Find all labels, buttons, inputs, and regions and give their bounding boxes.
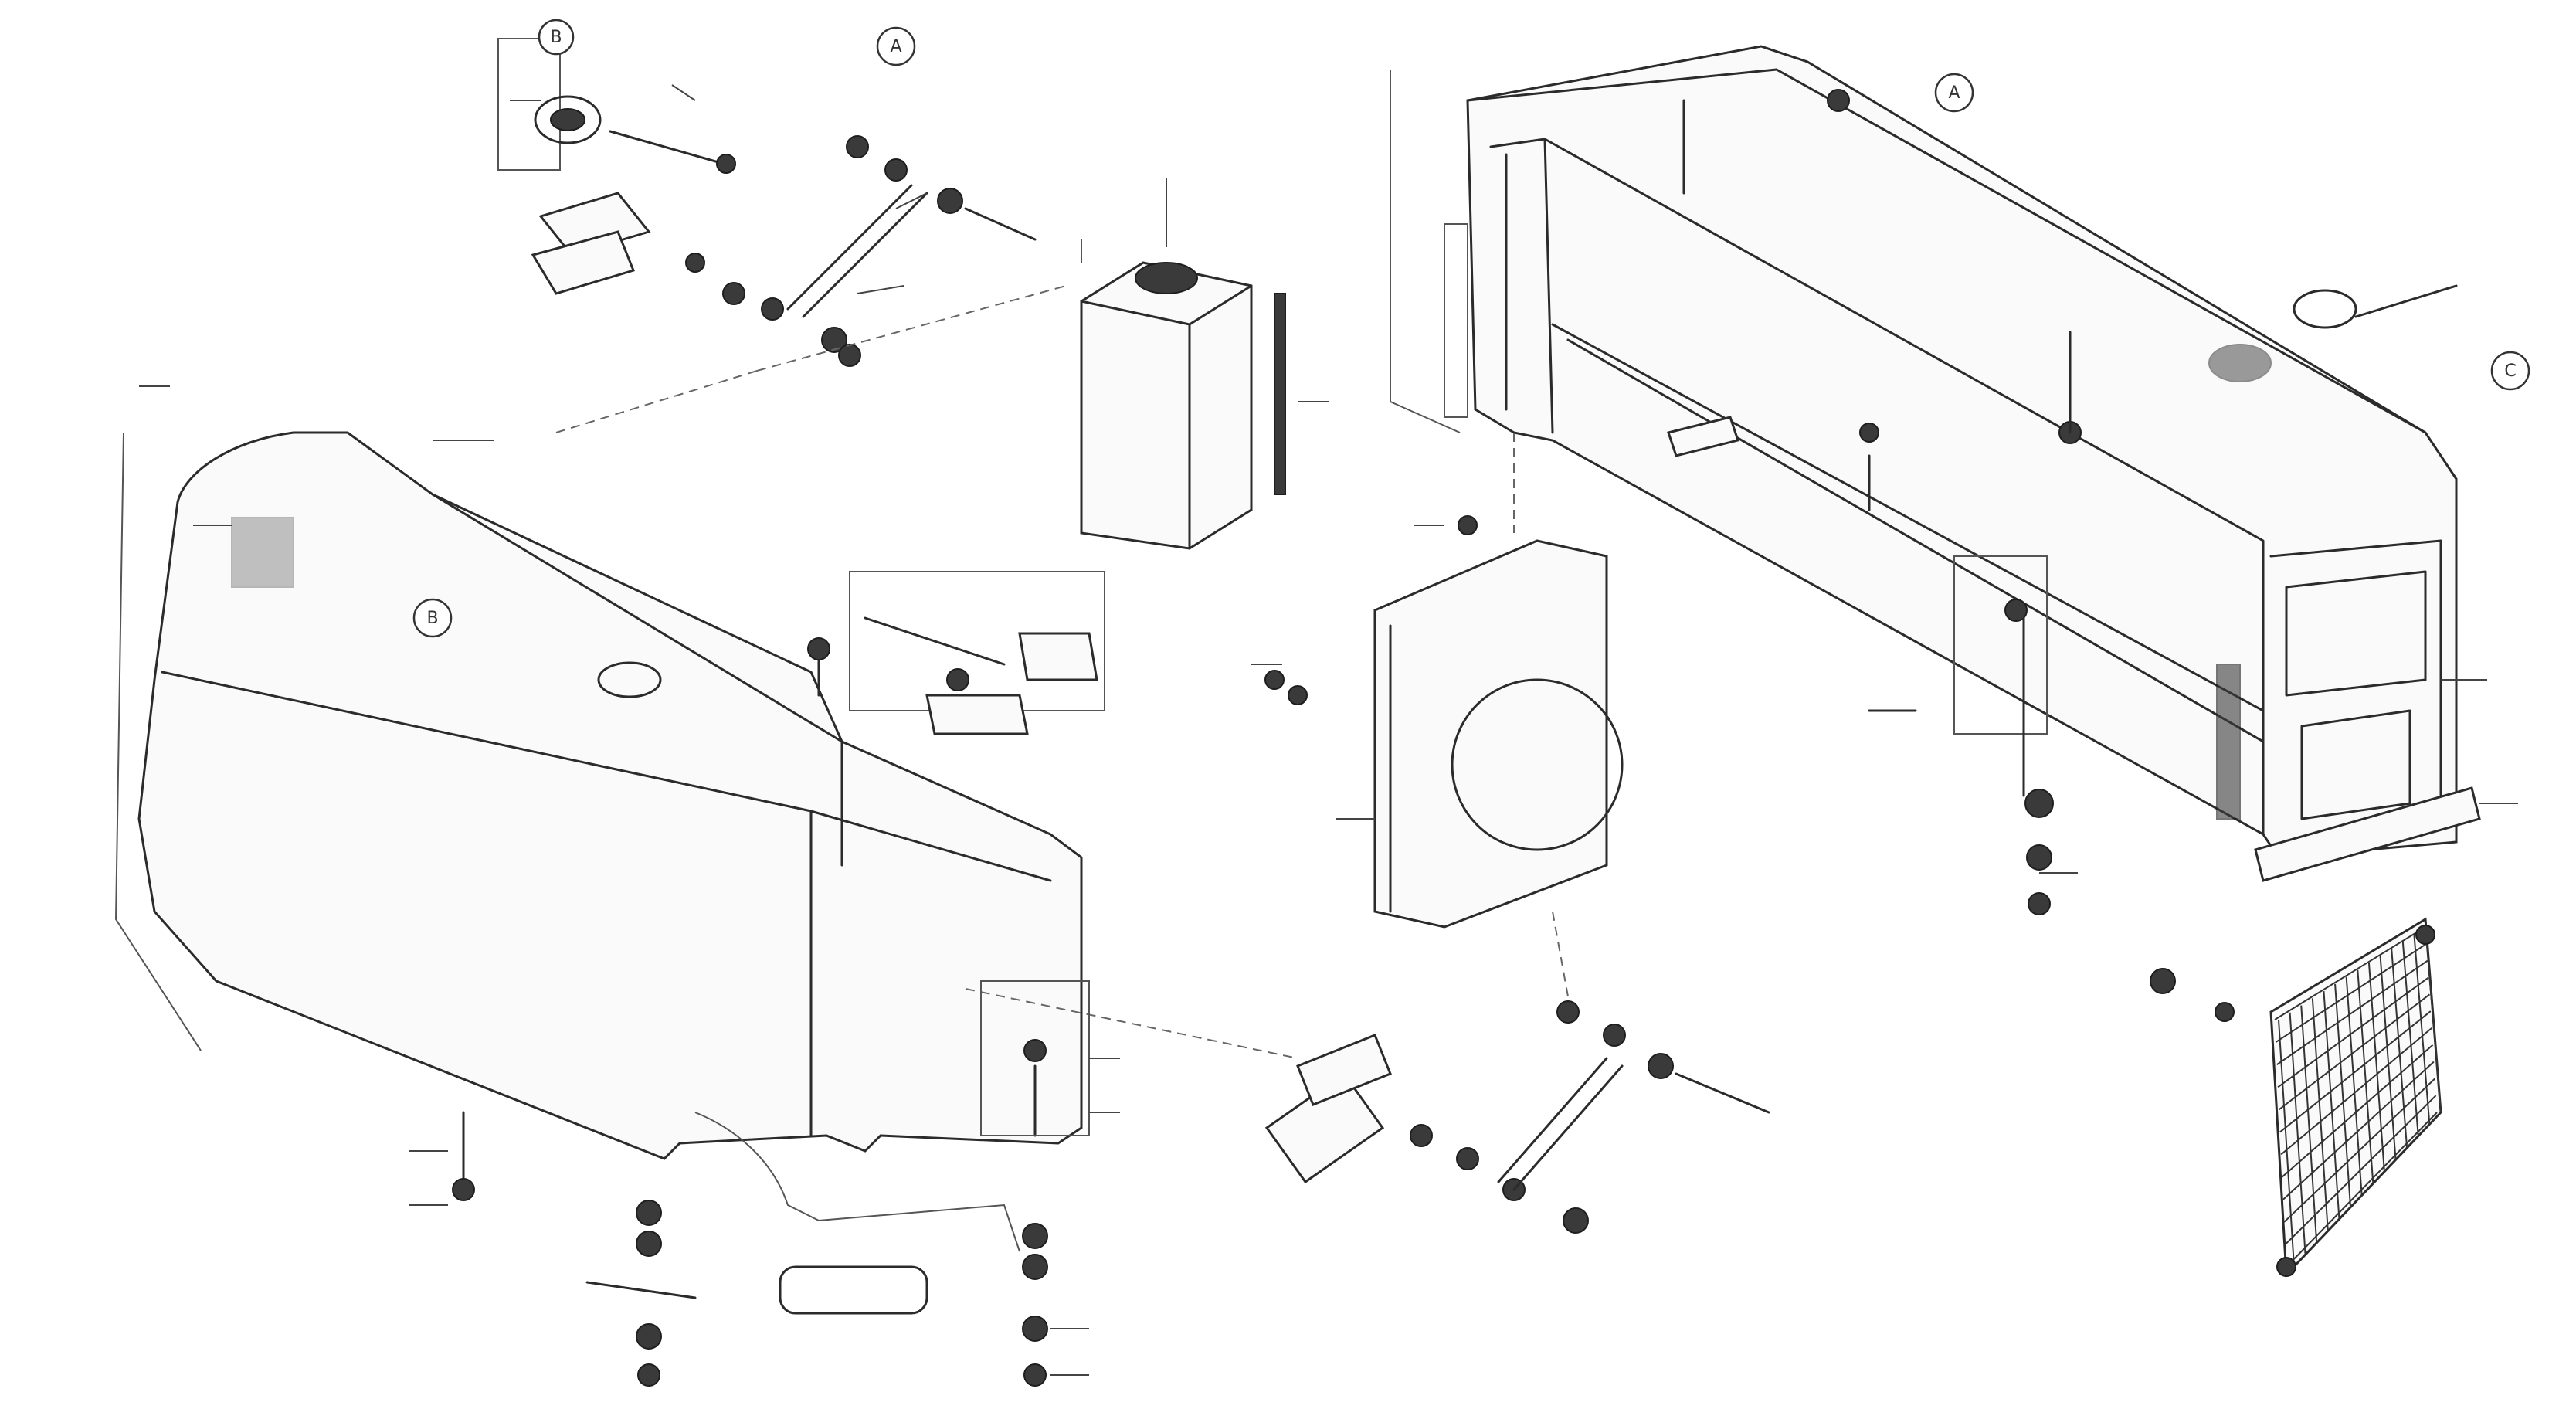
callout-leaders xyxy=(139,84,2518,1376)
bottom-bracket-cluster xyxy=(1264,911,1770,1234)
grille-bar xyxy=(2413,934,2431,1125)
center-bracket-cluster xyxy=(807,571,1105,735)
grille-bar xyxy=(2311,998,2329,1231)
view-marker-c-right: C xyxy=(2490,351,2530,391)
grille-bar xyxy=(2278,993,2431,1111)
left-bottom-fasteners xyxy=(452,980,1090,1387)
grille-bar xyxy=(2425,926,2442,1113)
grille-bar xyxy=(2334,983,2352,1208)
view-marker-a-right: A xyxy=(1934,73,1974,113)
grille-bar xyxy=(2274,926,2426,1020)
grille-bar xyxy=(2300,1005,2318,1244)
grille-screen xyxy=(2150,917,2442,1278)
grille-bar xyxy=(2282,1061,2435,1200)
view-marker-b-upper-left: B xyxy=(538,19,575,56)
shroud-panel xyxy=(1264,433,1624,929)
hood-cover xyxy=(114,431,1298,1252)
right-fastener-stack xyxy=(1667,416,2054,915)
grille-bar xyxy=(2379,955,2397,1160)
view-marker-b: B xyxy=(412,598,453,638)
svg-text:A: A xyxy=(890,37,901,56)
grille-bar xyxy=(2280,1027,2432,1156)
grille-bar xyxy=(2401,941,2419,1136)
right-frame xyxy=(1390,45,2481,882)
grille-bar xyxy=(2367,963,2385,1172)
grille-bar xyxy=(2277,976,2429,1088)
svg-text:C: C xyxy=(2504,362,2516,381)
grille-bar xyxy=(2357,969,2374,1184)
grille-bar xyxy=(2279,1010,2432,1133)
view-marker-a-upper-left: A xyxy=(876,26,916,66)
grille-bar xyxy=(2276,959,2428,1066)
filter-box xyxy=(1080,178,1286,550)
svg-text:A: A xyxy=(1948,83,1960,103)
svg-text:B: B xyxy=(426,609,438,628)
top-left-fittings xyxy=(497,38,1067,433)
grille-bar xyxy=(2281,1044,2434,1178)
grille-bar xyxy=(2286,1112,2438,1268)
grille-bar xyxy=(2283,1078,2435,1223)
grille-bar xyxy=(2323,991,2340,1220)
grille-bar xyxy=(2275,942,2427,1043)
grille-bar xyxy=(2284,1095,2437,1245)
grille-bar xyxy=(2345,976,2363,1196)
grille-bar xyxy=(2391,948,2408,1149)
svg-text:B: B xyxy=(550,28,562,47)
